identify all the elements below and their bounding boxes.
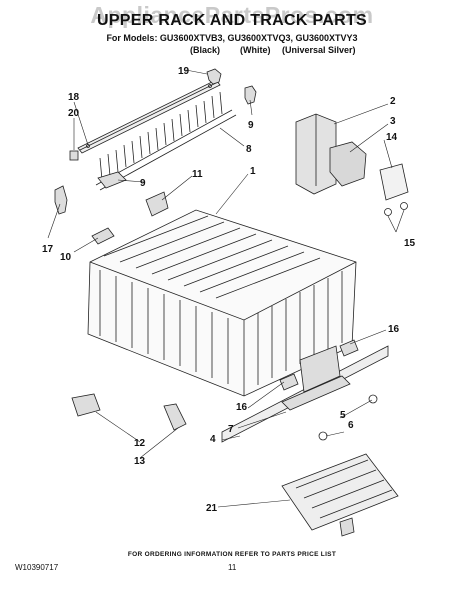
screws-15: [384, 202, 408, 216]
callout-11: 11: [192, 169, 203, 180]
callout-17: 17: [42, 244, 54, 255]
callout-2: 2: [390, 96, 396, 107]
clip-part-11: [145, 191, 169, 217]
watermark-text: AppliancePartsPros.com: [90, 2, 374, 28]
callout-19: 19: [178, 66, 190, 77]
callout-labels: 19 18 20 9 8 9 11 1 2 3 14 15 17 10 16 1…: [42, 66, 416, 514]
color-white: (White): [240, 45, 271, 55]
callout-8: 8: [246, 144, 252, 155]
rack-rail: [77, 79, 221, 154]
rack-basket: [87, 209, 357, 397]
ordering-note: FOR ORDERING INFORMATION REFER TO PARTS …: [127, 551, 337, 558]
callout-20: 20: [68, 108, 80, 119]
callout-10: 10: [60, 252, 72, 263]
models-line: For Models: GU3600XTVB3, GU3600XTVQ3, GU…: [106, 33, 358, 43]
callout-5: 5: [340, 410, 346, 421]
callout-18: 18: [68, 92, 80, 103]
callout-6: 6: [348, 420, 354, 431]
callout-7: 7: [228, 424, 234, 435]
callout-9-lower: 9: [140, 178, 146, 189]
callout-16-lower: 16: [236, 402, 248, 413]
bracket-12: [71, 393, 101, 417]
color-universal-silver: (Universal Silver): [282, 45, 356, 55]
clip-part-10: [91, 227, 115, 245]
adjuster-3: [329, 141, 367, 187]
callout-12: 12: [134, 438, 146, 449]
callout-13: 13: [134, 456, 146, 467]
callout-21: 21: [206, 503, 218, 514]
leader-lines: [47, 69, 405, 508]
stop-16-lower: [279, 373, 299, 391]
callout-14: 14: [386, 132, 398, 143]
tray-21: [281, 453, 399, 537]
track-assembly: [221, 345, 389, 443]
page-title: UPPER RACK AND TRACK PARTS: [96, 12, 368, 29]
document-number: W10390717: [15, 563, 59, 572]
stop-16-upper: [339, 339, 359, 357]
callout-4: 4: [210, 434, 216, 445]
bracket-13: [163, 403, 187, 431]
color-black: (Black): [190, 45, 221, 55]
callout-9-upper: 9: [248, 120, 254, 131]
clip-part-9-upper: [244, 85, 257, 105]
track-bracket-2: [295, 113, 337, 195]
clip-part-17: [54, 185, 68, 215]
clip-part-9-lower: [97, 171, 127, 189]
cover-14: [379, 163, 409, 201]
callout-16-upper: 16: [388, 324, 400, 335]
clip-part-19: [206, 68, 222, 85]
callout-1: 1: [250, 166, 256, 177]
clip-part-20: [69, 150, 79, 161]
page-number: 11: [228, 563, 237, 572]
callout-3: 3: [390, 116, 396, 127]
callout-15: 15: [404, 238, 416, 249]
